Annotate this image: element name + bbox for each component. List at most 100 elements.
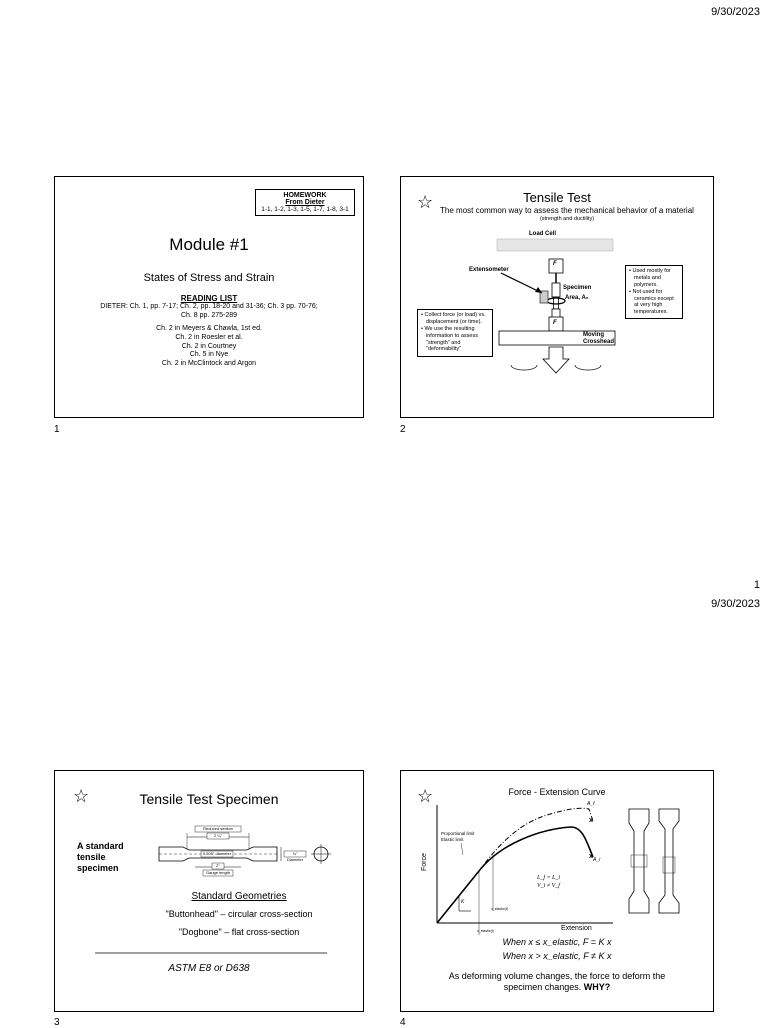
specimen-neck: [553, 296, 559, 310]
reference-list: Ch. 2 in Meyers & Chawla, 1st ed. Ch. 2 …: [55, 325, 363, 369]
relation-line: V_i ≠ V_f: [537, 882, 560, 889]
geometry-buttonhead: "Buttonhead" – circular cross-section: [165, 909, 313, 919]
star-icon: ☆: [73, 786, 90, 806]
rotation-arrow-right-icon: [574, 364, 602, 371]
fracture-mark-upper: x: [589, 817, 593, 824]
slide-subnote: (strength and ductility): [539, 216, 595, 222]
equation-elastic: When x ≤ x_elastic, F = K x: [502, 937, 612, 947]
crosshead-label-line: Moving: [583, 332, 604, 338]
slide-number: 2: [400, 424, 406, 435]
slide-tensile-test: ☆ Tensile Test The most common way to as…: [400, 176, 714, 418]
star-icon: ☆: [417, 192, 434, 212]
left-bullet-box: • Collect force (or load) vs. displaceme…: [417, 309, 493, 357]
right-bullet-box: • Used mostly for metals and polymers. •…: [625, 265, 683, 319]
specimen-upper: [551, 282, 561, 298]
reading-line: Ch. 8 pp. 275-289: [180, 311, 238, 319]
slide-subtitle: States of Stress and Strain: [143, 272, 275, 284]
slope-k-label: K: [461, 899, 465, 905]
curve-final: [478, 807, 594, 872]
question-line: As deforming volume changes, the force t…: [448, 971, 666, 981]
fracture-mark-lower: x: [589, 853, 593, 860]
annotation-line: Proportional limit: [441, 831, 475, 836]
load-cell-label: Load Cell: [529, 231, 557, 237]
reference-item: Ch. 2 in Courtney: [181, 342, 237, 350]
slide-number: 1: [54, 424, 60, 435]
reference-item: Ch. 2 in Meyers & Chawla, 1st ed.: [156, 325, 262, 332]
area-label: Area, A₀: [565, 295, 589, 301]
crosshead-label-line: Crosshead: [583, 339, 615, 346]
end-diameter-label: ¾" Diameter: [286, 851, 304, 862]
reading-list: DIETER: Ch. 1, pp. 7-17; Ch. 2, pp. 18-2…: [55, 303, 363, 321]
force-label-bottom: F: [553, 320, 557, 326]
astm-standard: ASTM E8 or D638: [168, 963, 250, 974]
equation-plastic: When x > x_elastic, F ≠ K x: [502, 951, 612, 961]
slide-force-extension: ☆ Force - Extension Curve Force Extensio…: [400, 770, 714, 1012]
diameter-label: 0.505" diameter: [202, 851, 232, 856]
slide-tensile-specimen: ☆ Tensile Test Specimen A standard tensi…: [54, 770, 364, 1012]
side-label-line: A standard: [77, 841, 124, 851]
question-text: specimen changes.: [503, 982, 582, 993]
specimen-after-icon: [658, 808, 680, 914]
slide-number: 4: [400, 1017, 406, 1028]
bullet-text: Not used for ceramics except at very hig…: [632, 288, 674, 316]
homework-problems: 1-1, 1-2, 1-3, 1-5, 1-7, 1-8, 3-1: [261, 206, 349, 213]
bullet-text: Collect force (or load) vs. displacement…: [424, 312, 486, 325]
gauge-value-label: 2": [216, 863, 220, 868]
reference-item: Ch. 2 in Roesler et al.: [175, 333, 243, 341]
bullet-item: • Collect force (or load) vs. displaceme…: [421, 312, 486, 325]
page-date: 9/30/2023: [711, 6, 760, 18]
moving-crosshead: [498, 330, 616, 346]
load-cell-plate: [496, 238, 614, 252]
annotation-line: Elastic limit: [441, 836, 464, 842]
slide-title: Tensile Test: [523, 190, 591, 205]
volume-relations: L_f = L_i V_i ≠ V_f: [537, 875, 560, 891]
x-axis-label: Extension: [561, 925, 592, 932]
y-axis-label: Force: [421, 853, 428, 871]
extensometer-label: Extensometer: [469, 267, 509, 273]
specimen-diagram: [95, 825, 331, 954]
reduced-length-label: 2 ¼": [213, 833, 223, 838]
reading-line: DIETER: Ch. 1, pp. 7-17; Ch. 2, pp. 18-2…: [100, 303, 318, 310]
reduced-section-label: Reduced section: [203, 826, 233, 831]
x-elastic-lower-label: x_elastic(i): [477, 929, 494, 933]
relation-line: L_f = L_i: [537, 875, 561, 881]
x-elastic-upper-label: x_elastic(f): [491, 907, 508, 911]
page-date: 9/30/2023: [711, 598, 760, 610]
slide-number: 3: [54, 1017, 60, 1028]
slide-title: Force - Extension Curve: [508, 787, 606, 797]
slide-subtitle: The most common way to assess the mechan…: [440, 206, 694, 215]
specimen-label: Specimen: [563, 285, 592, 291]
reading-list-heading: READING LIST: [180, 294, 238, 303]
homework-box: HOMEWORK From Dieter 1-1, 1-2, 1-3, 1-5,…: [255, 189, 355, 216]
bullet-item: • We use the resulting information to as…: [421, 325, 478, 353]
curve-initial: [436, 826, 594, 924]
slide-title: Module #1: [169, 235, 249, 254]
slide-title: Tensile Test Specimen: [139, 791, 279, 807]
proportional-limit-label: Proportional limit Elastic limit: [441, 831, 475, 843]
homework-title: HOMEWORK: [283, 192, 327, 199]
star-icon: ☆: [417, 786, 434, 806]
homework-subtitle: From Dieter: [285, 199, 325, 206]
rotation-arrow-left-icon: [510, 364, 538, 371]
side-label-line: specimen: [77, 862, 119, 873]
area-final-label: A_f: [587, 801, 595, 807]
extensometer-body: [539, 290, 549, 304]
bullet-text: Used mostly for metals and polymers.: [632, 268, 671, 288]
slide-module-1: HOMEWORK From Dieter 1-1, 1-2, 1-3, 1-5,…: [54, 176, 364, 418]
why-emphasis: WHY?: [583, 982, 611, 993]
bullet-text: We use the resulting information to asse…: [424, 325, 478, 353]
area-initial-label: A_i: [593, 857, 601, 863]
force-extension-graph: [436, 805, 680, 935]
crosshead-label: Moving Crosshead: [583, 332, 614, 346]
side-label: A standard tensile specimen: [77, 841, 124, 873]
specimen-before-icon: [628, 808, 650, 914]
down-arrow-icon: [542, 346, 570, 374]
reference-item: Ch. 5 in Nye: [189, 351, 229, 359]
bullet-item: • Not used for ceramics except at very h…: [629, 288, 674, 316]
geometries-heading: Standard Geometries: [191, 891, 287, 902]
gauge-length-label: Gauge length: [205, 870, 231, 875]
side-label-line: tensile: [77, 851, 106, 862]
closing-question: As deforming volume changes, the force t…: [401, 971, 713, 994]
page-number: 1: [753, 579, 760, 591]
tensile-machine-diagram: [496, 238, 616, 374]
